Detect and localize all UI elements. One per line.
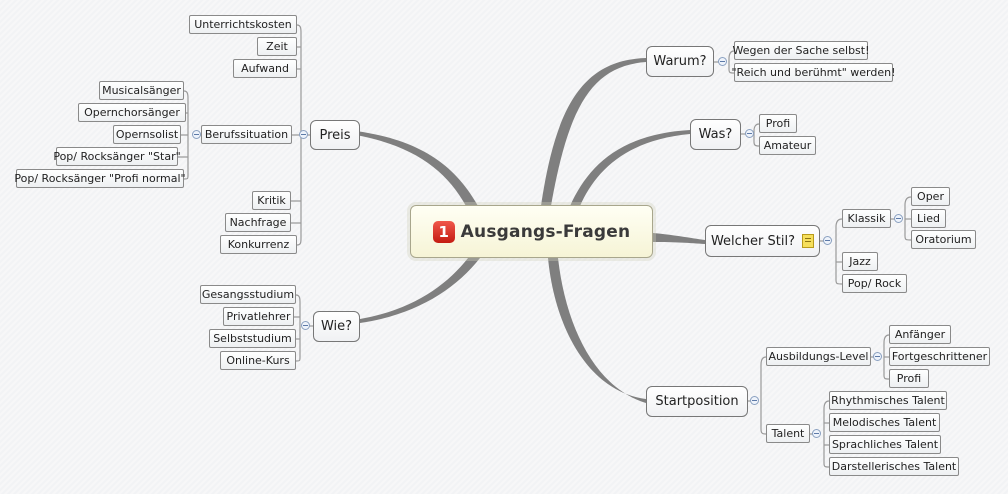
subtopic-ausbildungs-level[interactable]: Ausbildungs-Level bbox=[766, 347, 871, 366]
subtopic-talent[interactable]: Talent bbox=[766, 424, 810, 443]
subtopic-kritik[interactable]: Kritik bbox=[252, 191, 291, 210]
subtopic-melodisches-talent[interactable]: Melodisches Talent bbox=[829, 413, 940, 432]
collapse-icon[interactable] bbox=[299, 130, 308, 139]
subtopic-pop-profi[interactable]: Pop/ Rocksänger "Profi normal" bbox=[14, 169, 186, 188]
subtopic-reich-und-beruehmt[interactable]: "Reich und berühmt" werden! bbox=[732, 63, 896, 82]
priority-1-icon: 1 bbox=[432, 220, 455, 243]
subtopic-oper[interactable]: Oper bbox=[911, 187, 950, 206]
collapse-icon[interactable] bbox=[823, 236, 832, 245]
branch-warum bbox=[541, 58, 646, 206]
subtopic-amateur[interactable]: Amateur bbox=[759, 136, 816, 155]
subtopic-berufssituation[interactable]: Berufssituation bbox=[201, 125, 292, 144]
branch-was bbox=[570, 130, 690, 206]
subtopic-oratorium[interactable]: Oratorium bbox=[911, 230, 976, 249]
subtopic-darstellerisches-talent[interactable]: Darstellerisches Talent bbox=[829, 457, 959, 476]
subtopic-online-kurs[interactable]: Online-Kurs bbox=[220, 351, 296, 370]
sub-connectors bbox=[178, 24, 912, 468]
subtopic-unterrichtskosten[interactable]: Unterrichtskosten bbox=[189, 15, 297, 34]
subtopic-klassik[interactable]: Klassik bbox=[842, 209, 891, 228]
subtopic-opernsolist[interactable]: Opernsolist bbox=[113, 125, 181, 144]
topic-wie[interactable]: Wie? bbox=[313, 311, 360, 342]
topic-warum[interactable]: Warum? bbox=[646, 46, 714, 77]
collapse-icon[interactable] bbox=[750, 396, 759, 405]
subtopic-konkurrenz[interactable]: Konkurrenz bbox=[220, 235, 297, 254]
subtopic-selbststudium[interactable]: Selbststudium bbox=[209, 329, 296, 348]
collapse-icon[interactable] bbox=[192, 130, 201, 139]
collapse-icon[interactable] bbox=[894, 214, 903, 223]
collapse-icon[interactable] bbox=[812, 429, 821, 438]
topic-welcher-stil-label: Welcher Stil? bbox=[710, 233, 796, 249]
branch-start bbox=[548, 258, 646, 403]
subtopic-privatlehrer[interactable]: Privatlehrer bbox=[223, 307, 294, 326]
collapse-icon[interactable] bbox=[873, 352, 882, 361]
collapse-icon[interactable] bbox=[745, 129, 754, 138]
topic-startposition[interactable]: Startposition bbox=[646, 386, 748, 417]
subtopic-profi[interactable]: Profi bbox=[759, 114, 797, 133]
subtopic-jazz[interactable]: Jazz bbox=[842, 252, 878, 271]
collapse-icon[interactable] bbox=[301, 321, 310, 330]
topic-preis[interactable]: Preis bbox=[310, 120, 360, 150]
collapse-icon[interactable] bbox=[718, 57, 727, 66]
subtopic-musicalsaenger[interactable]: Musicalsänger bbox=[99, 81, 184, 100]
subtopic-wegen-der-sache[interactable]: Wegen der Sache selbst! bbox=[733, 41, 870, 60]
subtopic-sprachliches-talent[interactable]: Sprachliches Talent bbox=[829, 435, 941, 454]
branch-wie bbox=[360, 258, 480, 323]
subtopic-pop-rock[interactable]: Pop/ Rock bbox=[842, 274, 907, 293]
subtopic-level-profi[interactable]: Profi bbox=[889, 369, 929, 388]
note-icon[interactable] bbox=[802, 234, 815, 248]
subtopic-aufwand[interactable]: Aufwand bbox=[233, 59, 297, 78]
subtopic-anfaenger[interactable]: Anfänger bbox=[889, 325, 951, 344]
subtopic-zeit[interactable]: Zeit bbox=[257, 37, 297, 56]
subtopic-fortgeschrittener[interactable]: Fortgeschrittener bbox=[889, 347, 990, 366]
main-branches bbox=[356, 58, 705, 403]
branch-stil bbox=[653, 233, 705, 244]
topic-was[interactable]: Was? bbox=[690, 119, 741, 150]
central-topic[interactable]: 1 Ausgangs-Fragen bbox=[410, 205, 653, 258]
subtopic-gesangsstudium[interactable]: Gesangsstudium bbox=[200, 285, 296, 304]
central-topic-title: Ausgangs-Fragen bbox=[460, 221, 631, 242]
subtopic-lied[interactable]: Lied bbox=[911, 209, 946, 228]
subtopic-rhythmisches-talent[interactable]: Rhythmisches Talent bbox=[829, 391, 947, 410]
subtopic-pop-star[interactable]: Pop/ Rocksänger "Star" bbox=[53, 147, 181, 166]
subtopic-nachfrage[interactable]: Nachfrage bbox=[225, 213, 291, 232]
branch-preis bbox=[356, 131, 478, 206]
subtopic-opernchorsaenger[interactable]: Opernchorsänger bbox=[78, 103, 186, 122]
topic-welcher-stil[interactable]: Welcher Stil? bbox=[705, 225, 820, 257]
